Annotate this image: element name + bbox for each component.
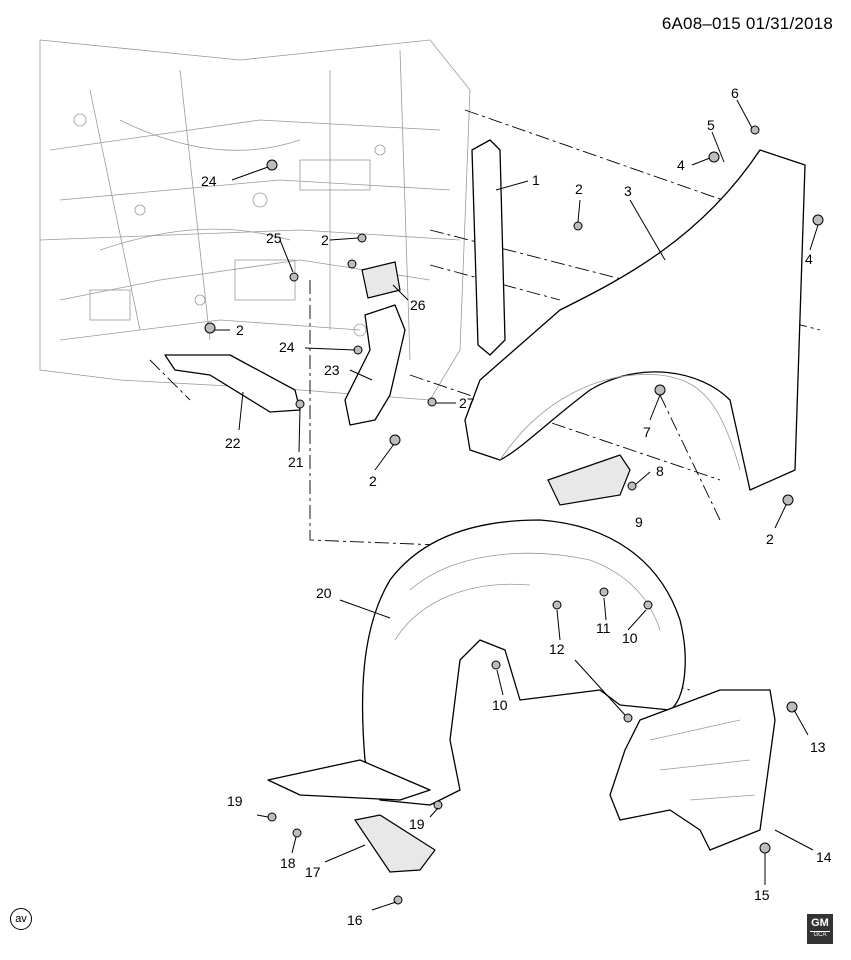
- callout-23: 23: [324, 362, 340, 378]
- diagram-header: 6A08–015 01/31/2018: [662, 14, 833, 34]
- callout-2b: 2: [766, 531, 774, 547]
- callout-4b: 4: [805, 251, 813, 267]
- callout-16: 16: [347, 912, 363, 928]
- callout-11: 11: [596, 620, 611, 636]
- callout-6: 6: [731, 85, 739, 101]
- callout-25: 25: [266, 230, 282, 246]
- part-lower-panel: [267, 759, 431, 801]
- fasteners: [204, 125, 824, 905]
- callout-4a: 4: [677, 157, 685, 173]
- callout-2e: 2: [321, 232, 329, 248]
- callout-24a: 24: [201, 173, 217, 189]
- vehicle-body-structure: [39, 39, 471, 401]
- callout-21: 21: [288, 454, 304, 470]
- callout-10a: 10: [622, 630, 638, 646]
- callout-15: 15: [754, 887, 770, 903]
- callout-19b: 19: [409, 816, 425, 832]
- callout-13: 13: [810, 739, 826, 755]
- callout-14: 14: [816, 849, 832, 865]
- callout-9: 9: [635, 514, 643, 530]
- part-17-deflector: [353, 814, 436, 873]
- callout-19a: 19: [227, 793, 243, 809]
- diagram-code: 6A08–015: [661, 14, 741, 33]
- callout-17: 17: [305, 864, 321, 880]
- callout-2c: 2: [369, 473, 377, 489]
- leader-lines: [214, 99, 819, 911]
- callout-2a: 2: [575, 181, 583, 197]
- callout-1: 1: [532, 172, 540, 188]
- callout-labels: 1 2 3 4 5 6 4 7 8 9 2 2 2 2 24 25 26 24 …: [201, 85, 832, 928]
- callout-5: 5: [707, 117, 715, 133]
- callout-3: 3: [624, 183, 632, 199]
- callout-20: 20: [316, 585, 332, 601]
- part-26-seal: [361, 261, 401, 299]
- part-14-splash-shield: [609, 689, 776, 851]
- av-badge: av: [10, 908, 32, 930]
- gm-logo: GM GCA: [807, 914, 833, 944]
- part-9-bracket: [547, 454, 631, 506]
- part-1-seal: [471, 139, 506, 356]
- callout-10b: 10: [492, 697, 508, 713]
- callout-27: 27: [459, 395, 475, 411]
- callout-7: 7: [643, 424, 651, 440]
- part-23-bracket: [344, 304, 406, 426]
- part-3-fender: [464, 149, 806, 491]
- diagram-date: 01/31/2018: [745, 14, 833, 33]
- callout-22: 22: [225, 435, 241, 451]
- callout-24b: 24: [279, 339, 295, 355]
- callout-26: 26: [410, 297, 426, 313]
- callout-12: 12: [549, 641, 565, 657]
- gm-logo-subtext: GCA: [810, 931, 830, 938]
- gm-logo-text: GM: [811, 917, 829, 929]
- callout-18: 18: [280, 855, 296, 871]
- callout-2d: 2: [236, 322, 244, 338]
- callout-8: 8: [656, 463, 664, 479]
- part-22-support: [164, 354, 301, 413]
